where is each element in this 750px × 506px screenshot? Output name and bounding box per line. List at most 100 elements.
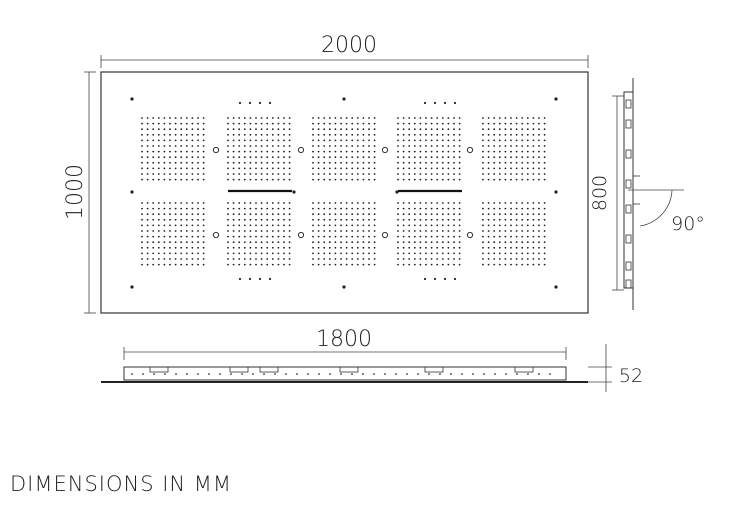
nozzle: [312, 235, 314, 238]
nozzle: [328, 213, 331, 216]
nozzle: [538, 241, 540, 244]
nozzle: [521, 133, 524, 136]
nozzle: [345, 139, 348, 142]
nozzle: [413, 235, 416, 238]
nozzle: [317, 173, 320, 175]
nozzle: [141, 258, 143, 260]
nozzle: [362, 178, 365, 181]
nozzle: [180, 156, 183, 159]
nozzle: [312, 150, 314, 153]
nozzle: [453, 202, 455, 204]
nozzle: [152, 117, 155, 119]
nozzle: [425, 122, 427, 125]
fixing-ring: [297, 231, 305, 239]
nozzle: [458, 207, 461, 210]
nozzle: [447, 150, 450, 153]
nozzle: [373, 145, 376, 147]
nozzle: [526, 218, 529, 221]
nozzle: [323, 252, 326, 255]
nozzle: [323, 178, 326, 181]
nozzle: [487, 263, 490, 266]
nozzle: [328, 178, 331, 181]
nozzle: [255, 218, 257, 221]
bottom-profile: [123, 366, 567, 381]
nozzle: [238, 218, 241, 221]
nozzle: [487, 246, 490, 249]
thickness-label: 52: [619, 365, 643, 387]
nozzle: [521, 150, 524, 153]
fixing-ring: [381, 146, 389, 154]
nozzle: [255, 139, 257, 142]
nozzle: [543, 224, 546, 227]
nozzle: [255, 241, 257, 244]
nozzle: [526, 241, 529, 244]
nozzle: [157, 156, 160, 159]
nozzle: [169, 173, 171, 175]
nozzle: [425, 117, 427, 119]
nozzle: [340, 139, 342, 142]
nozzle: [238, 224, 241, 227]
nozzle: [362, 235, 365, 238]
nozzle: [271, 161, 274, 164]
nozzle: [152, 161, 155, 164]
nozzle: [413, 161, 416, 164]
nozzle: [447, 230, 450, 232]
nozzle: [174, 241, 177, 244]
nozzle: [521, 235, 524, 238]
nozzle: [345, 161, 348, 164]
nozzle: [526, 178, 529, 181]
nozzle: [419, 218, 422, 221]
nozzle: [419, 156, 422, 159]
nozzle: [425, 173, 427, 175]
nozzle: [288, 230, 291, 232]
nozzle: [356, 156, 359, 159]
nozzle: [312, 252, 314, 255]
nozzle: [441, 263, 444, 266]
fixing-ring: [381, 231, 389, 239]
nozzle: [526, 252, 529, 255]
side-slot: [625, 119, 632, 129]
nozzle: [255, 258, 257, 260]
nozzle: [526, 246, 529, 249]
nozzle: [362, 218, 365, 221]
nozzle: [487, 167, 490, 170]
nozzle: [453, 133, 455, 136]
nozzle: [526, 202, 529, 204]
nozzle: [334, 207, 337, 210]
nozzle: [180, 145, 183, 147]
nozzle: [169, 252, 171, 255]
nozzle: [163, 218, 166, 221]
nozzle: [260, 133, 263, 136]
nozzle: [487, 258, 490, 260]
nozzle: [458, 122, 461, 125]
nozzle: [413, 128, 416, 131]
nozzle: [227, 133, 229, 136]
nozzle: [266, 224, 269, 227]
nozzle: [288, 173, 291, 175]
nozzle: [419, 139, 422, 142]
nozzle: [163, 150, 166, 153]
nozzle: [362, 133, 365, 136]
nozzle: [152, 235, 155, 238]
nozzle: [157, 224, 160, 227]
nozzle: [351, 133, 354, 136]
nozzle: [141, 122, 143, 125]
nozzle: [482, 167, 484, 170]
nozzle: [277, 207, 280, 210]
nozzle: [425, 241, 427, 244]
nozzle: [163, 133, 166, 136]
nozzle: [543, 246, 546, 249]
nozzle: [487, 145, 490, 147]
nozzle: [271, 173, 274, 175]
nozzle: [538, 156, 540, 159]
nozzle: [482, 178, 484, 181]
nozzle: [493, 235, 496, 238]
nozzle: [515, 145, 518, 147]
nozzle: [180, 241, 183, 244]
nozzle: [453, 167, 455, 170]
nozzle: [368, 207, 370, 210]
nozzle: [227, 145, 229, 147]
nozzle: [543, 156, 546, 159]
nozzle: [526, 128, 529, 131]
nozzle: [163, 241, 166, 244]
